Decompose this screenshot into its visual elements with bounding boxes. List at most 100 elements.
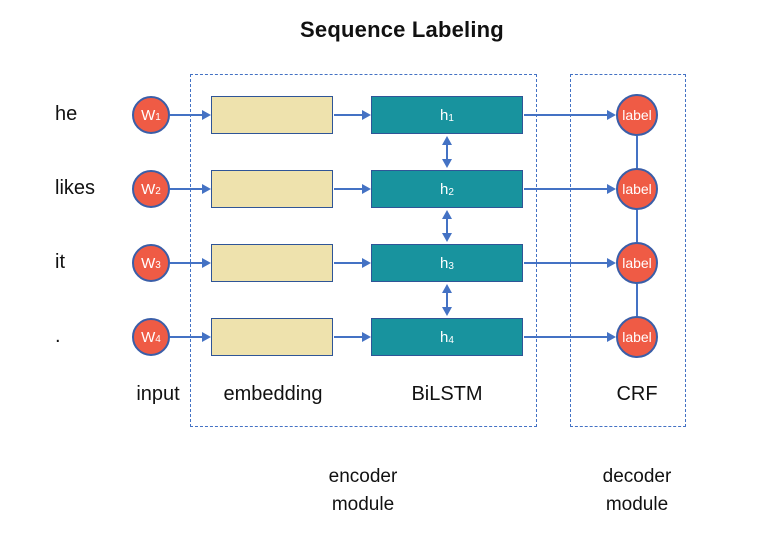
input-node-symbol: W (141, 254, 156, 272)
label-node-text: label (622, 255, 652, 271)
column-label-crf: CRF (616, 383, 658, 405)
hidden-state-symbol: h (440, 106, 449, 124)
embedding-box (211, 244, 333, 282)
word-label: . (55, 325, 61, 347)
arrowhead-right-icon (202, 258, 211, 268)
label-connector-line (636, 284, 638, 316)
input-node-symbol: W (141, 180, 156, 198)
input-node-subscript: 3 (155, 260, 161, 271)
arrowhead-up-icon (442, 210, 452, 219)
hidden-state-symbol: h (440, 180, 449, 198)
column-label-bilstm: BiLSTM (411, 383, 483, 405)
label-node: label (616, 316, 658, 358)
embedding-box (211, 96, 333, 134)
decoder-caption-line1: decoder (602, 466, 672, 487)
embedding-box (211, 170, 333, 208)
hidden-state-symbol: h (440, 328, 449, 346)
arrow-bilstm-to-label (524, 183, 616, 195)
hidden-state-subscript: 4 (448, 335, 454, 346)
arrow-line (524, 188, 607, 190)
encoder-module-box (190, 74, 537, 427)
label-node-text: label (622, 107, 652, 123)
label-connector-line (636, 210, 638, 242)
label-node: label (616, 242, 658, 284)
arrowhead-right-icon (607, 110, 616, 120)
arrow-input-to-embedding (170, 109, 211, 121)
decoder-module-caption: decoder module (603, 463, 672, 519)
arrowhead-right-icon (362, 258, 371, 268)
arrowhead-right-icon (362, 332, 371, 342)
arrow-embedding-to-bilstm (334, 109, 371, 121)
hidden-state-subscript: 1 (448, 113, 454, 124)
encoder-caption-line2: module (331, 494, 395, 515)
arrowhead-down-icon (442, 159, 452, 168)
arrow-line (524, 114, 607, 116)
arrow-input-to-embedding (170, 331, 211, 343)
arrowhead-down-icon (442, 233, 452, 242)
arrow-line (334, 262, 362, 264)
arrow-input-to-embedding (170, 257, 211, 269)
diagram-title: Sequence Labeling (300, 17, 504, 42)
arrowhead-right-icon (607, 184, 616, 194)
arrowhead-down-icon (442, 307, 452, 316)
label-connector-line (636, 136, 638, 168)
arrowhead-up-icon (442, 284, 452, 293)
arrowhead-right-icon (362, 184, 371, 194)
input-node-subscript: 2 (155, 186, 161, 197)
arrowhead-right-icon (607, 332, 616, 342)
label-node-text: label (622, 181, 652, 197)
input-node-symbol: W (141, 328, 156, 346)
bilstm-bidirectional-arrow (440, 284, 454, 316)
input-node-subscript: 1 (155, 112, 161, 123)
bilstm-bidirectional-arrow (440, 210, 454, 242)
word-label: likes (55, 177, 96, 199)
decoder-caption-line2: module (605, 494, 669, 515)
arrowhead-up-icon (442, 136, 452, 145)
arrow-input-to-embedding (170, 183, 211, 195)
arrow-line (524, 336, 607, 338)
arrow-line (170, 114, 202, 116)
arrow-line (446, 219, 448, 233)
input-node-subscript: 4 (155, 334, 161, 345)
arrow-bilstm-to-label (524, 257, 616, 269)
arrow-bilstm-to-label (524, 109, 616, 121)
arrow-line (446, 145, 448, 159)
column-label-embedding: embedding (223, 383, 323, 405)
word-label: it (55, 251, 65, 273)
arrow-line (334, 114, 362, 116)
arrow-line (334, 336, 362, 338)
arrowhead-right-icon (202, 332, 211, 342)
embedding-box (211, 318, 333, 356)
encoder-caption-line1: encoder (328, 466, 398, 487)
label-node: label (616, 94, 658, 136)
label-node-text: label (622, 329, 652, 345)
word-label: he (55, 103, 78, 125)
arrow-line (334, 188, 362, 190)
input-node-symbol: W (141, 106, 156, 124)
arrow-bilstm-to-label (524, 331, 616, 343)
arrow-embedding-to-bilstm (334, 257, 371, 269)
arrowhead-right-icon (607, 258, 616, 268)
label-node: label (616, 168, 658, 210)
decoder-module-box (570, 74, 686, 427)
arrow-embedding-to-bilstm (334, 183, 371, 195)
arrow-line (170, 262, 202, 264)
bilstm-bidirectional-arrow (440, 136, 454, 168)
arrowhead-right-icon (202, 184, 211, 194)
arrow-line (170, 336, 202, 338)
hidden-state-symbol: h (440, 254, 449, 272)
encoder-module-caption: encoder module (329, 463, 398, 519)
arrow-line (170, 188, 202, 190)
arrowhead-right-icon (202, 110, 211, 120)
arrow-embedding-to-bilstm (334, 331, 371, 343)
hidden-state-subscript: 3 (448, 261, 454, 272)
arrow-line (446, 293, 448, 307)
hidden-state-subscript: 2 (448, 187, 454, 198)
